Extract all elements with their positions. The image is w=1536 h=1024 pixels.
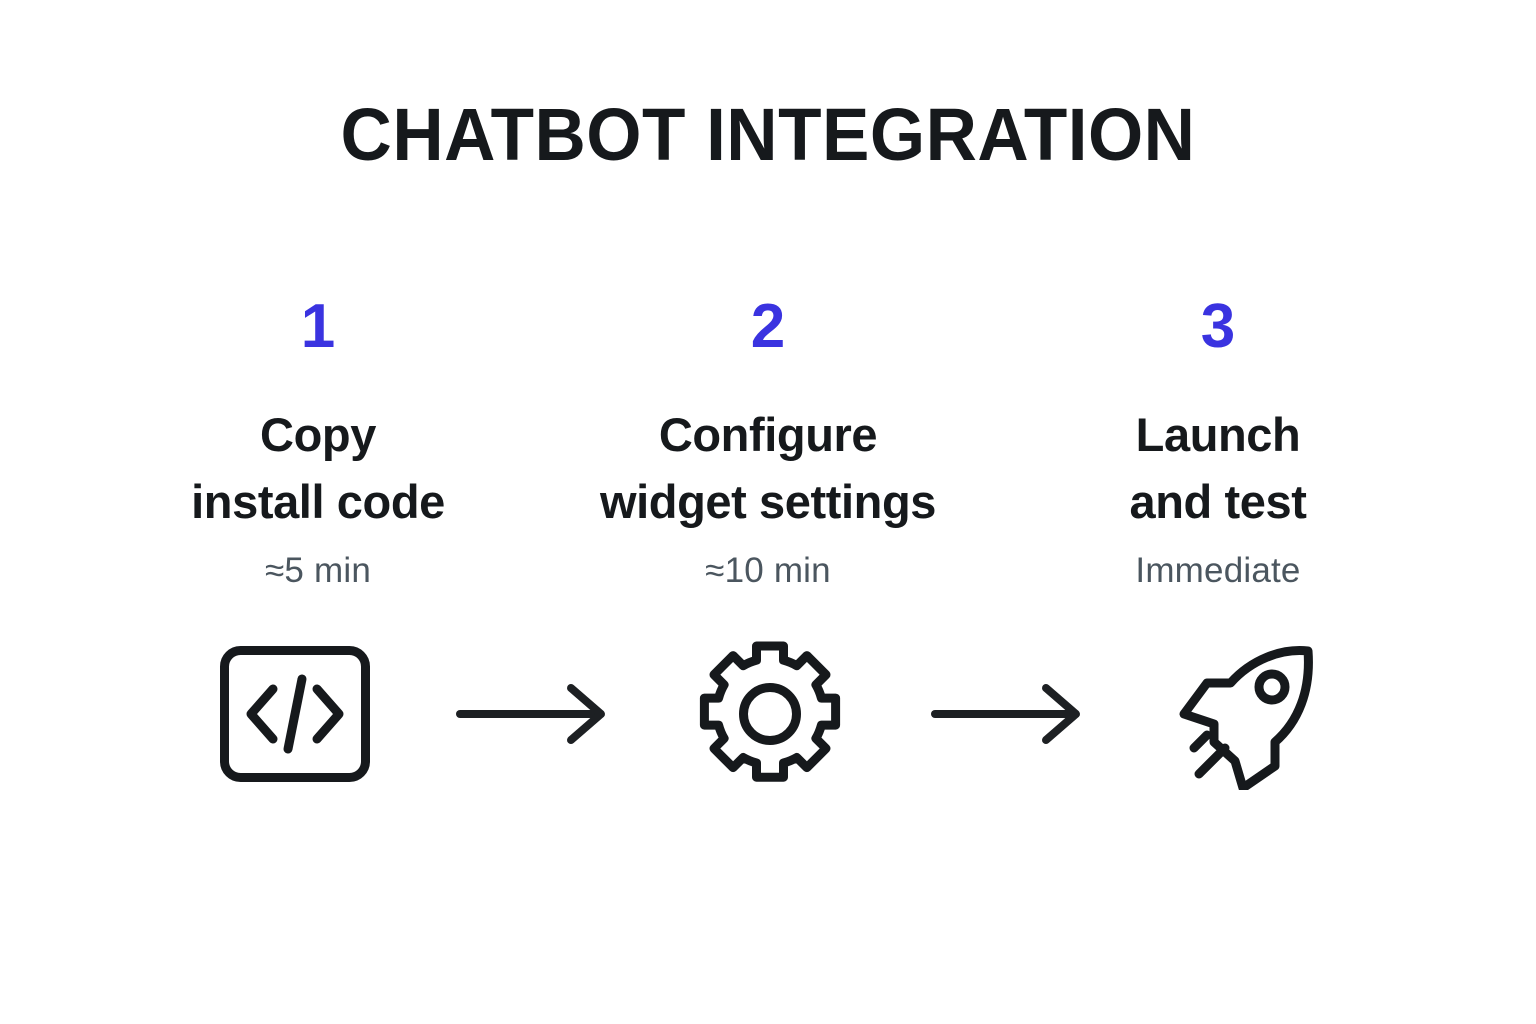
steps-text-row: 1 Copy install code ≈5 min 2 Configure w… (118, 296, 1418, 626)
step-1-text: 1 Copy install code ≈5 min (118, 292, 518, 591)
arrow-right-icon (455, 683, 605, 744)
step-1-duration: ≈5 min (265, 551, 371, 591)
page-title: CHATBOT INTEGRATION (340, 93, 1196, 176)
step-3-icon-slot (1165, 636, 1325, 791)
gear-icon (699, 641, 841, 782)
code-brackets-icon (220, 645, 370, 782)
step-3-number: 3 (1200, 292, 1236, 361)
step-3-heading: Launch and test (1129, 408, 1307, 528)
connector-1-slot (453, 674, 613, 754)
arrow-right-icon (930, 683, 1080, 744)
step-1-icon-slot (215, 636, 375, 791)
step-1-number: 1 (300, 292, 336, 361)
rocket-icon (1179, 645, 1313, 790)
step-3-text: 3 Launch and test Immediate (1018, 292, 1418, 591)
step-2-duration: ≈10 min (705, 551, 831, 591)
step-2-text: 2 Configure widget settings ≈10 min (568, 292, 968, 591)
step-2-number: 2 (750, 292, 786, 361)
step-3-duration: Immediate (1135, 551, 1301, 591)
step-1-heading: Copy install code (191, 408, 445, 528)
step-2-heading: Configure widget settings (599, 408, 937, 528)
connector-2-slot (928, 674, 1088, 754)
step-2-icon-slot (690, 636, 850, 791)
icons-flow-row (215, 636, 1325, 791)
